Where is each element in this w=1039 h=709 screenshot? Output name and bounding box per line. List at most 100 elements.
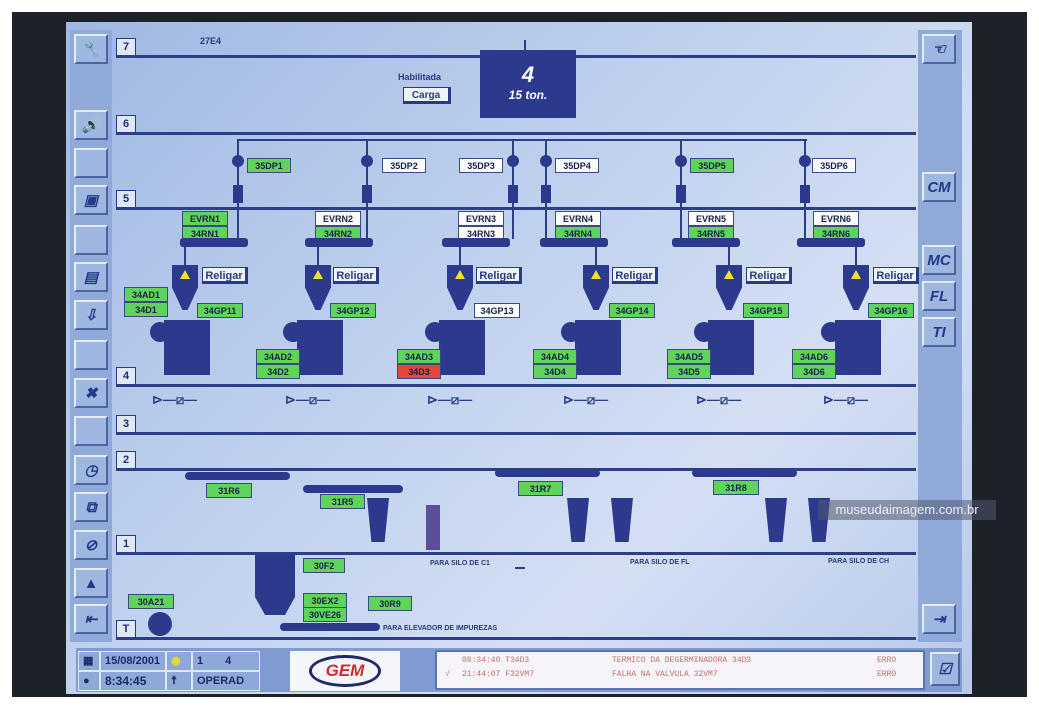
tag-35dp4[interactable]: 35DP4 — [555, 158, 599, 173]
tag-30ve26[interactable]: 30VE26 — [303, 607, 347, 622]
tag-34d6[interactable]: 34D6 — [792, 364, 836, 379]
motor — [150, 322, 170, 342]
toolbar-button[interactable] — [74, 416, 108, 446]
tag-evrn5[interactable]: EVRN5 — [688, 211, 734, 226]
tag-35dp6[interactable]: 35DP6 — [812, 158, 856, 173]
religar-button[interactable]: Religar — [873, 267, 919, 284]
menu-fl[interactable]: FL — [922, 281, 956, 311]
tag-34d2[interactable]: 34D2 — [256, 364, 300, 379]
valve-icon[interactable] — [675, 155, 687, 167]
tag-evrn2[interactable]: EVRN2 — [315, 211, 361, 226]
toolbar-button[interactable] — [74, 340, 108, 370]
speaker-icon[interactable]: 🔊 — [74, 110, 108, 140]
exit-icon[interactable]: ⇥ — [922, 604, 956, 634]
toolbar-button[interactable] — [74, 225, 108, 255]
level-line — [116, 132, 916, 135]
toolbar-button[interactable] — [74, 148, 108, 178]
valve-symbol-icon: ⊳—⧄— — [427, 392, 473, 407]
valve-symbol-icon: ⊳—⧄— — [563, 392, 609, 407]
tag-evrn6[interactable]: EVRN6 — [813, 211, 859, 226]
cyclone — [367, 498, 389, 542]
tag-30r9[interactable]: 30R9 — [368, 596, 412, 611]
hand-icon[interactable]: ☜ — [922, 34, 956, 64]
triangle-icon[interactable]: ▲ — [74, 568, 108, 598]
tag-31r7[interactable]: 31R7 — [518, 481, 563, 496]
religar-button[interactable]: Religar — [746, 267, 792, 284]
valve-icon[interactable] — [799, 155, 811, 167]
degerminator — [297, 320, 343, 375]
menu-mc[interactable]: MC — [922, 245, 956, 275]
tag-34d4[interactable]: 34D4 — [533, 364, 577, 379]
tag-35dp1[interactable]: 35DP1 — [247, 158, 291, 173]
alarm-message: FALHA NA VALVULA 32VM7 — [612, 670, 718, 679]
flow-meter — [800, 185, 810, 203]
tag-evrn4[interactable]: EVRN4 — [555, 211, 601, 226]
tag-34d5[interactable]: 34D5 — [667, 364, 711, 379]
cyclone — [765, 498, 787, 542]
tag-35dp3[interactable]: 35DP3 — [459, 158, 503, 173]
tag-31r5[interactable]: 31R5 — [320, 494, 365, 509]
exit-icon[interactable]: ⇤ — [74, 604, 108, 634]
alarm-off-icon[interactable]: ✖ — [74, 378, 108, 408]
valve-icon[interactable] — [361, 155, 373, 167]
tag-30f2[interactable]: 30F2 — [303, 558, 345, 573]
tag-34gp16[interactable]: 34GP16 — [868, 303, 914, 318]
load-button[interactable]: Carga — [403, 87, 451, 104]
tag-35dp5[interactable]: 35DP5 — [690, 158, 734, 173]
tag-34ad5[interactable]: 34AD5 — [667, 349, 711, 364]
tag-34gp15[interactable]: 34GP15 — [743, 303, 789, 318]
religar-button[interactable]: Religar — [333, 267, 379, 284]
distribution-line — [237, 139, 807, 141]
tag-34rn1[interactable]: 34RN1 — [182, 226, 228, 241]
conveyor-31r7 — [495, 469, 600, 477]
menu-cm[interactable]: CM — [922, 172, 956, 202]
religar-button[interactable]: Religar — [202, 267, 248, 284]
wrench-icon[interactable]: 🔧 — [74, 34, 108, 64]
tag-30a21[interactable]: 30A21 — [128, 594, 174, 609]
level-1: 1 — [116, 535, 136, 554]
tag-evrn1[interactable]: EVRN1 — [182, 211, 228, 226]
religar-button[interactable]: Religar — [612, 267, 658, 284]
tag-evrn3[interactable]: EVRN3 — [458, 211, 504, 226]
tag-34ad1[interactable]: 34AD1 — [124, 287, 168, 302]
warning-icon[interactable]: ⊘ — [74, 530, 108, 560]
tag-34ad3[interactable]: 34AD3 — [397, 349, 441, 364]
tag-34gp13[interactable]: 34GP13 — [474, 303, 520, 318]
screw-conveyor — [442, 238, 510, 247]
tag-31r8[interactable]: 31R8 — [713, 480, 759, 495]
pipe — [317, 247, 319, 265]
tag-34ad4[interactable]: 34AD4 — [533, 349, 577, 364]
valve-icon[interactable] — [507, 155, 519, 167]
download-icon[interactable]: ⇩ — [74, 300, 108, 330]
grid-icon[interactable]: ▤ — [74, 262, 108, 292]
tag-34d1[interactable]: 34D1 — [124, 302, 168, 317]
acknowledge-icon[interactable]: ☑ — [930, 652, 960, 686]
tag-34gp11[interactable]: 34GP11 — [197, 303, 243, 318]
display-icon[interactable]: ▣ — [74, 185, 108, 215]
clock-icon[interactable]: ◷ — [74, 455, 108, 485]
level-indicator-icon — [724, 270, 734, 279]
level-line — [116, 637, 916, 640]
level-indicator-icon — [180, 270, 190, 279]
pipe — [515, 567, 525, 569]
enabled-label: Habilitada — [398, 72, 442, 82]
field2: 4 — [225, 655, 232, 667]
network-icon[interactable]: ⧉ — [74, 492, 108, 522]
religar-button[interactable]: Religar — [476, 267, 522, 284]
tag-31r6[interactable]: 31R6 — [206, 483, 252, 498]
tag-34gp12[interactable]: 34GP12 — [330, 303, 376, 318]
valve-icon[interactable] — [540, 155, 552, 167]
menu-ti[interactable]: TI — [922, 317, 956, 347]
tag-34ad2[interactable]: 34AD2 — [256, 349, 300, 364]
user-icon: ☨ — [166, 671, 192, 691]
tag-34ad6[interactable]: 34AD6 — [792, 349, 836, 364]
tag-30ex2[interactable]: 30EX2 — [303, 593, 347, 608]
dest-c1: PARA SILO DE C1 — [430, 560, 490, 567]
valve-icon[interactable] — [232, 155, 244, 167]
level-T: T — [116, 620, 136, 639]
tag-34gp14[interactable]: 34GP14 — [609, 303, 655, 318]
tag-34d3[interactable]: 34D3 — [397, 364, 441, 379]
alarm-panel[interactable]: 08:34:40 T34D3 TERMICO DA DEGERMINADORA … — [435, 650, 925, 690]
tag-35dp2[interactable]: 35DP2 — [382, 158, 426, 173]
